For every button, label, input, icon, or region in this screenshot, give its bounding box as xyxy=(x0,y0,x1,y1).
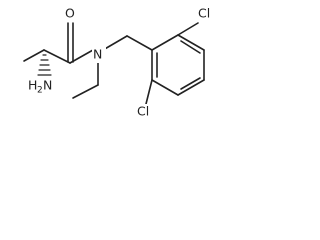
ring-bond-6 xyxy=(151,34,179,51)
bonds xyxy=(23,22,205,105)
bond-ethyl-methyl xyxy=(72,84,99,99)
amine-n-label: N xyxy=(43,78,52,93)
bond-nitrogen-benzyl xyxy=(102,35,128,51)
ring-bond-5 xyxy=(177,34,205,51)
ring-double-2 xyxy=(180,77,201,90)
amine-h-label: H xyxy=(28,78,37,93)
structure-diagram: O N H 2 N Cl Cl xyxy=(0,0,250,138)
ring-double-3 xyxy=(180,40,201,54)
bond-carbonyl-nitrogen xyxy=(69,49,94,64)
ring-bond-2 xyxy=(151,79,179,96)
atom-labels: O N H 2 N Cl Cl xyxy=(28,6,221,120)
oxygen-label: O xyxy=(65,6,75,21)
chlorine-top-label: Cl xyxy=(198,6,210,21)
stereo-hash-bond xyxy=(37,54,52,76)
ring-bond-3 xyxy=(177,79,205,96)
bond-ring-chlorine-top xyxy=(177,22,199,36)
chlorine-bottom-label: Cl xyxy=(137,104,149,119)
bond-ring-chlorine-bottom xyxy=(145,79,153,105)
molecule-drawing: O N H 2 N Cl Cl xyxy=(23,6,221,120)
nitrogen-label: N xyxy=(93,47,102,62)
bond-alpha-carbonyl xyxy=(43,49,71,64)
amine-subscript: 2 xyxy=(37,86,43,96)
bond-methyl-alpha xyxy=(23,49,45,62)
bond-benzyl-ring xyxy=(126,35,153,51)
